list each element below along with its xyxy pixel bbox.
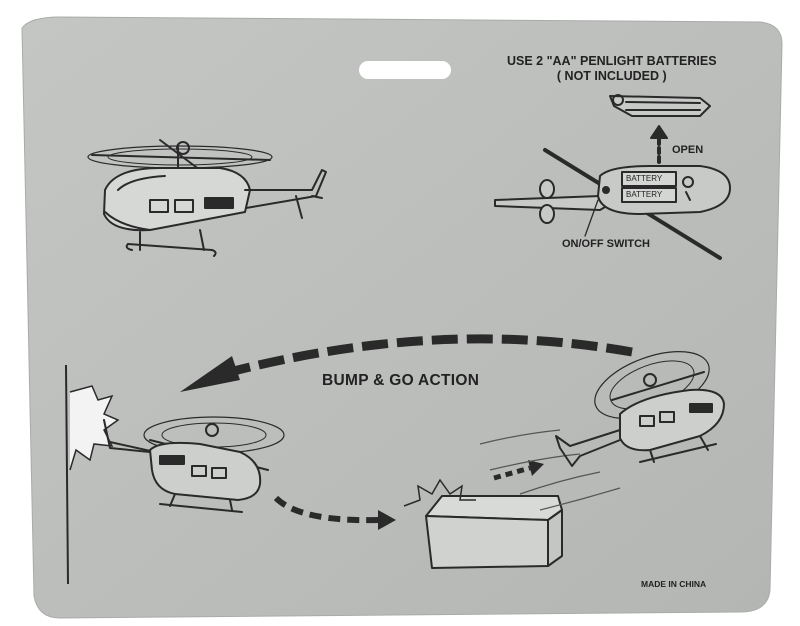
bump-go-heading: BUMP & GO ACTION (322, 372, 480, 389)
bump-arrow (228, 334, 633, 377)
wall-line (65, 364, 69, 585)
battery-label-1: BATTERY (626, 174, 663, 183)
open-label: OPEN (672, 144, 704, 156)
impact-burst-box (403, 478, 476, 507)
motion-lines (479, 429, 621, 511)
battery-instruction: USE 2 "AA" PENLIGHT BATTERIES ( NOT INCL… (507, 54, 717, 84)
battery-compartment-diagram (494, 94, 731, 260)
helicopter-illustration-left (103, 416, 285, 513)
helicopter-illustration-top (87, 139, 327, 257)
battery-instruction-line2: ( NOT INCLUDED ) (556, 69, 667, 83)
dashed-arrow-bottom (273, 495, 381, 524)
impact-burst-left (69, 385, 120, 471)
hang-hole (359, 61, 451, 79)
battery-label-2: BATTERY (626, 190, 663, 199)
dashed-arrow-small (493, 465, 531, 481)
made-in-label: MADE IN CHINA (641, 579, 707, 589)
obstacle-box (425, 495, 563, 569)
switch-label: ON/OFF SWITCH (562, 238, 650, 250)
battery-instruction-line1: USE 2 "AA" PENLIGHT BATTERIES (507, 54, 717, 68)
helicopter-illustration-right (555, 351, 725, 467)
